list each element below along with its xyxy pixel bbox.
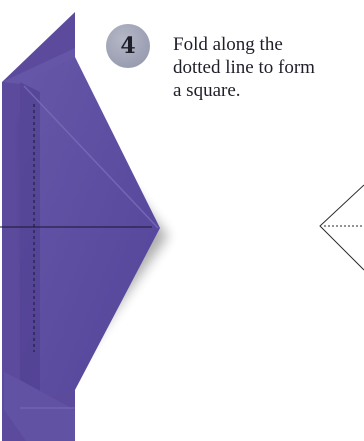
next-step-diamond-outline	[319, 184, 364, 271]
fold-highlight-upper	[23, 85, 159, 229]
paper-folded-body	[20, 57, 160, 405]
paper-inner-crease	[20, 82, 40, 405]
step-instruction: Fold along the dotted line to form a squ…	[173, 34, 315, 101]
step-number: 4	[120, 33, 136, 59]
paper-upper-flap	[2, 48, 75, 84]
paper-lower-flap	[4, 372, 75, 441]
step-number-badge: 4	[106, 24, 150, 68]
